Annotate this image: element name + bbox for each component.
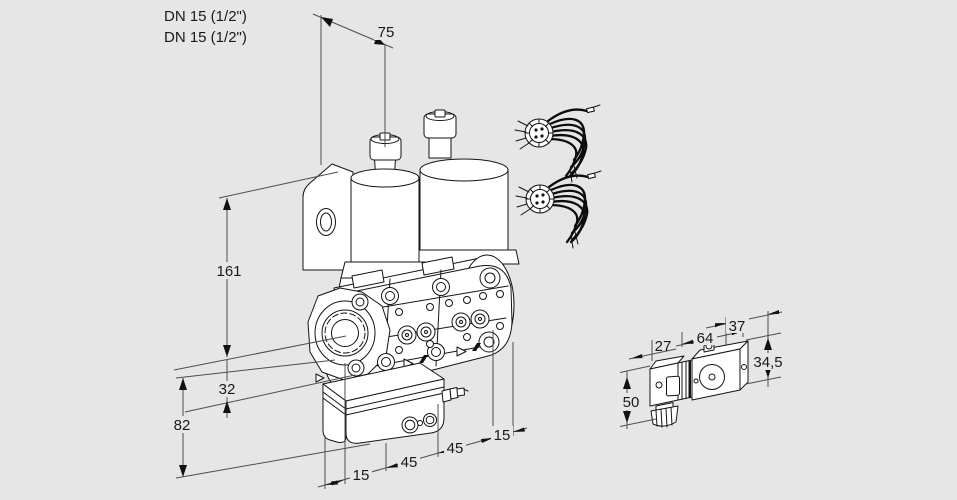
cable-plug-with-wires-1 [514, 104, 601, 183]
roller-bolt [478, 331, 500, 353]
dim-label-34-5: 34,5 [753, 354, 782, 371]
sight-holes [401, 413, 437, 434]
dim-label-27: 27 [655, 338, 672, 355]
accessory-connector-screw [655, 381, 663, 389]
dim-label-32: 32 [219, 381, 236, 398]
small-screws [395, 290, 504, 354]
threaded-pipe-port [307, 287, 391, 381]
pressure-tap-pair [451, 309, 490, 332]
round-plug [514, 118, 554, 150]
bracket-hole [316, 208, 336, 236]
dimension-34-5: 34,5 [745, 311, 787, 387]
solenoid-accessory [649, 340, 749, 428]
dim-label-75: 75 [378, 24, 395, 41]
dn-label-bottom: DN 15 (1/2") [164, 29, 247, 46]
dim-label-82: 82 [174, 417, 191, 434]
bolt [427, 343, 445, 361]
dimension-27: 27 [628, 338, 677, 361]
cable-gland [650, 405, 679, 428]
regulator-nozzle [441, 387, 469, 403]
bolt [432, 278, 450, 296]
round-plug [515, 184, 555, 216]
cable-plug-with-wires-2 [515, 170, 602, 249]
dimension-82: 82 [170, 359, 371, 479]
roller-bolt [479, 267, 501, 289]
dn-label-top: DN 15 (1/2") [164, 8, 247, 25]
bolt [351, 293, 369, 311]
dim-label-45-second: 45 [447, 440, 464, 457]
solenoid-coil-rear [408, 109, 520, 265]
dim-label-45-first: 45 [401, 454, 418, 471]
connection-size-labels: DN 15 (1/2") DN 15 (1/2") [164, 8, 247, 46]
dimension-37: 37 [705, 310, 783, 346]
wire-pin [585, 106, 595, 114]
dim-label-37: 37 [729, 318, 746, 335]
regulator-front-face [345, 378, 445, 444]
pressure-tap-pair [397, 322, 436, 345]
port-bore [331, 319, 359, 347]
dimension-75: 75 [312, 13, 398, 165]
regulator-left-face [322, 383, 347, 443]
dim-label-161: 161 [216, 263, 241, 280]
accessory-connector-window [666, 375, 680, 397]
bolt [377, 353, 395, 371]
dim-label-64: 64 [697, 330, 714, 347]
dimension-50: 50 [619, 365, 657, 429]
dim-label-15-right: 15 [494, 427, 511, 444]
dimension-161: 161 [173, 171, 347, 371]
dim-label-15-left: 15 [353, 467, 370, 484]
pressure-regulator-box [322, 362, 469, 444]
dimension-32: 32 [184, 360, 356, 418]
wire-pin [586, 172, 596, 180]
coil-rear-cap [423, 113, 457, 139]
mounting-bracket [302, 163, 354, 271]
dim-label-50: 50 [623, 394, 640, 411]
valve-assembly [302, 109, 520, 444]
dimension-bottom-chain: 15 45 45 15 [317, 330, 528, 489]
solenoid-coil-front [337, 132, 433, 295]
bolt [347, 359, 365, 377]
bolt [381, 287, 399, 305]
